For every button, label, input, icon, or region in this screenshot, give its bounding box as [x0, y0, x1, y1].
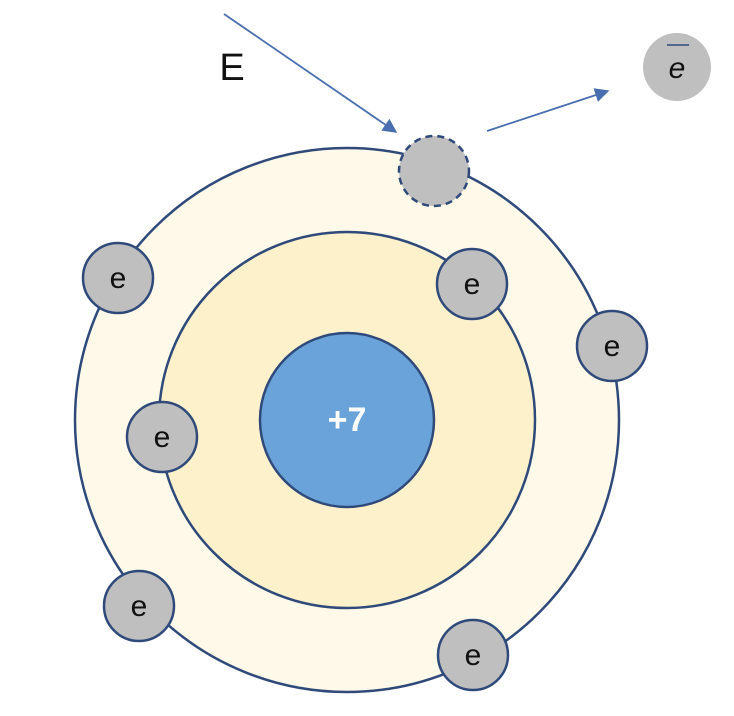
electron-inner-1: e — [435, 247, 509, 321]
electron-circle — [125, 400, 199, 474]
electron-label: e — [154, 421, 171, 454]
emitted-electron: e — [643, 33, 711, 101]
electron-inner-2: e — [125, 400, 199, 474]
emitted-electron-circle — [643, 33, 711, 101]
emitted-electron-label: e — [669, 52, 686, 85]
electron-outer-1: e — [81, 241, 155, 315]
electron-circle — [81, 241, 155, 315]
nucleus-circle — [258, 331, 436, 509]
electron-label: e — [464, 268, 481, 301]
energy-label: E — [219, 47, 244, 89]
electron-circle — [435, 247, 509, 321]
electron-circle — [436, 618, 510, 692]
electron-label: e — [604, 330, 621, 363]
electron-outer-4: e — [436, 618, 510, 692]
electron-circle — [575, 309, 649, 383]
electron-vacancy — [397, 134, 471, 208]
electron-outer-2: e — [575, 309, 649, 383]
incoming-energy-arrow — [223, 13, 398, 133]
electron-circle — [102, 569, 176, 643]
electron-label: e — [465, 639, 482, 672]
nucleus-charge-label: +7 — [328, 401, 367, 439]
electron-label: e — [110, 262, 127, 295]
electron-label: e — [131, 590, 148, 623]
ejected-electron-arrow — [486, 88, 610, 132]
electron-outer-3: e — [102, 569, 176, 643]
nucleus: +7 — [258, 331, 436, 509]
